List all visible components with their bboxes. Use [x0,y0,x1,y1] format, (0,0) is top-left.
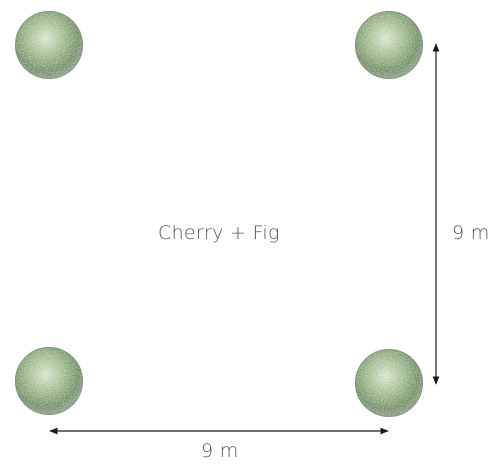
species-label: Cherry + Fig [158,222,280,244]
tree-group [15,11,423,417]
tree-canopy-icon [15,11,83,79]
vertical-spacing-label: 9 m [452,222,490,244]
tree-canopy-icon [355,11,423,79]
tree-canopy-icon [355,349,423,417]
horizontal-spacing-label: 9 m [201,440,239,462]
tree-canopy-icon [15,347,83,415]
